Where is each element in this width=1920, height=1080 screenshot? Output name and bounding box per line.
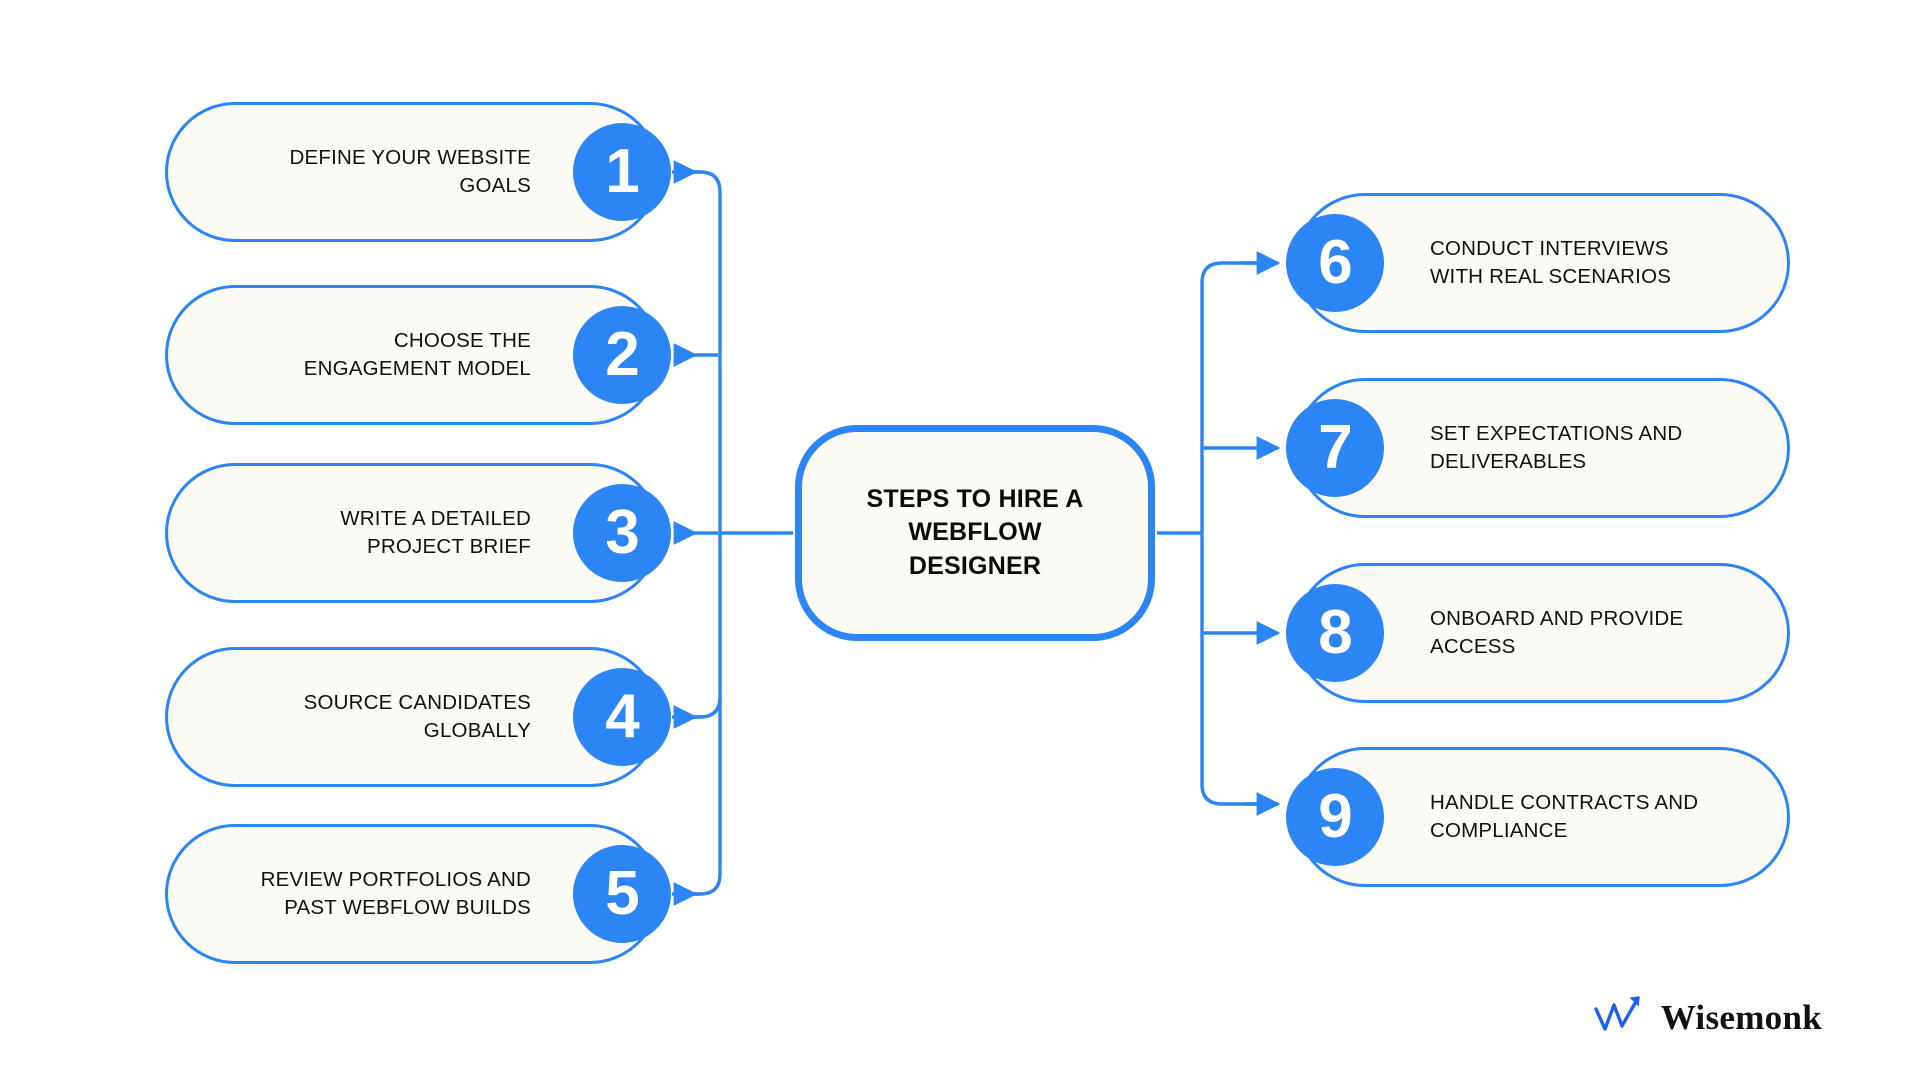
step-number-5: 5 bbox=[573, 845, 671, 943]
step-number-7: 7 bbox=[1286, 399, 1384, 497]
step-number-3: 3 bbox=[573, 484, 671, 582]
step-node-4[interactable]: SOURCE CANDIDATES GLOBALLY 4 bbox=[165, 647, 671, 787]
center-hub-title: STEPS TO HIRE A WEBFLOW DESIGNER bbox=[866, 484, 1084, 580]
step-label-7: SET EXPECTATIONS AND DELIVERABLES bbox=[1430, 421, 1683, 473]
step-label-2: CHOOSE THE ENGAGEMENT MODEL bbox=[303, 328, 531, 380]
step-label-3: WRITE A DETAILED PROJECT BRIEF bbox=[340, 506, 531, 558]
left-spine bbox=[672, 170, 722, 896]
brand-logo: Wisemonk bbox=[1593, 993, 1822, 1042]
step-number-2: 2 bbox=[573, 306, 671, 404]
step-number-9: 9 bbox=[1286, 768, 1384, 866]
step-node-5[interactable]: REVIEW PORTFOLIOS AND PAST WEBFLOW BUILD… bbox=[165, 824, 671, 964]
center-hub[interactable]: STEPS TO HIRE A WEBFLOW DESIGNER bbox=[795, 425, 1155, 641]
brand-name: Wisemonk bbox=[1660, 997, 1822, 1037]
right-spine bbox=[1200, 261, 1278, 806]
step-label-8: ONBOARD AND PROVIDE ACCESS bbox=[1430, 606, 1684, 658]
step-number-1: 1 bbox=[573, 123, 671, 221]
step-label-9: HANDLE CONTRACTS AND COMPLIANCE bbox=[1430, 790, 1699, 842]
wisemonk-zigzag-arrow-icon bbox=[1593, 993, 1649, 1042]
step-label-1: DEFINE YOUR WEBSITE GOALS bbox=[289, 145, 531, 197]
step-node-1[interactable]: DEFINE YOUR WEBSITE GOALS 1 bbox=[165, 102, 671, 242]
step-number-4: 4 bbox=[573, 668, 671, 766]
step-node-7[interactable]: 7 SET EXPECTATIONS AND DELIVERABLES bbox=[1286, 378, 1790, 518]
branch-to-step-4-elbow bbox=[672, 696, 722, 719]
step-node-2[interactable]: CHOOSE THE ENGAGEMENT MODEL 2 bbox=[165, 285, 671, 425]
step-label-6: CONDUCT INTERVIEWS WITH REAL SCENARIOS bbox=[1430, 236, 1672, 288]
step-node-6[interactable]: 6 CONDUCT INTERVIEWS WITH REAL SCENARIOS bbox=[1286, 193, 1790, 333]
step-label-4: SOURCE CANDIDATES GLOBALLY bbox=[303, 690, 531, 742]
step-number-8: 8 bbox=[1286, 584, 1384, 682]
step-number-6: 6 bbox=[1286, 214, 1384, 312]
step-label-5: REVIEW PORTFOLIOS AND PAST WEBFLOW BUILD… bbox=[260, 867, 531, 919]
step-node-9[interactable]: 9 HANDLE CONTRACTS AND COMPLIANCE bbox=[1286, 747, 1790, 887]
step-node-3[interactable]: WRITE A DETAILED PROJECT BRIEF 3 bbox=[165, 463, 671, 603]
step-node-8[interactable]: 8 ONBOARD AND PROVIDE ACCESS bbox=[1286, 563, 1790, 703]
